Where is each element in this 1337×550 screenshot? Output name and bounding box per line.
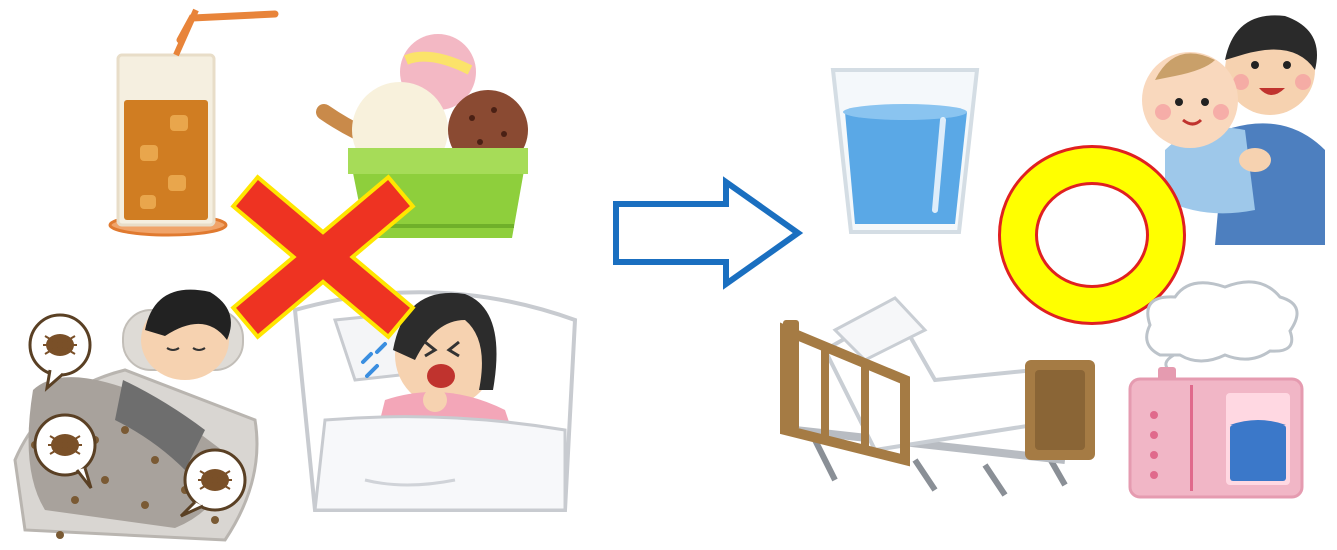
cross-mark [248, 192, 398, 322]
right-group [760, 0, 1337, 550]
humidifier-image [1130, 275, 1310, 505]
left-group [0, 0, 600, 550]
adjustable-bed-image [775, 290, 1095, 500]
water-glass-image [825, 60, 985, 240]
